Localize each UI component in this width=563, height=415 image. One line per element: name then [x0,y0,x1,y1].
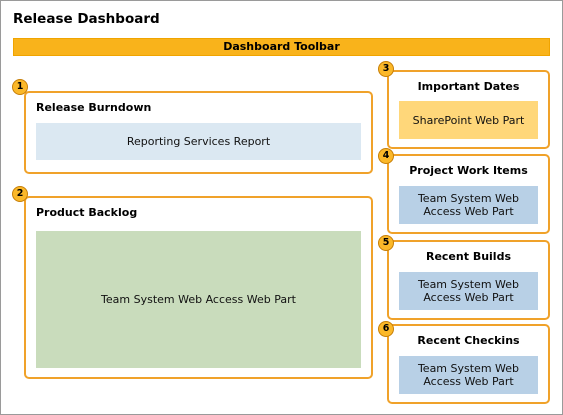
part-label: Team System Web Access Web Part [417,192,520,218]
recent-builds-web-part: Team System Web Access Web Part [399,272,538,310]
badge-5: 5 [378,235,394,251]
page-title: Release Dashboard [13,11,160,27]
release-burndown-panel: Release Burndown Reporting Services Repo… [24,91,373,174]
dashboard-toolbar[interactable]: Dashboard Toolbar [13,38,550,56]
sharepoint-web-part: SharePoint Web Part [399,101,538,139]
part-label: Reporting Services Report [126,135,271,148]
badge-6: 6 [378,321,394,337]
product-backlog-panel: Product Backlog Team System Web Access W… [24,196,373,379]
project-work-items-title: Project Work Items [409,164,528,177]
recent-checkins-web-part: Team System Web Access Web Part [399,356,538,394]
recent-builds-panel: Recent Builds Team System Web Access Web… [387,240,550,320]
badge-1: 1 [12,79,28,95]
product-backlog-title: Product Backlog [36,206,138,219]
recent-builds-title: Recent Builds [425,250,511,263]
badge-3: 3 [378,61,394,77]
work-items-web-part: Team System Web Access Web Part [399,186,538,224]
badge-2: 2 [12,186,28,202]
important-dates-panel: Important Dates SharePoint Web Part [387,70,550,149]
reporting-services-report-part: Reporting Services Report [36,123,361,160]
part-label: Team System Web Access Web Part [101,293,296,306]
important-dates-title: Important Dates [417,80,520,93]
project-work-items-panel: Project Work Items Team System Web Acces… [387,154,550,234]
recent-checkins-panel: Recent Checkins Team System Web Access W… [387,324,550,404]
part-label: SharePoint Web Part [412,113,525,127]
badge-4: 4 [378,148,394,164]
part-label: Team System Web Access Web Part [417,362,520,388]
release-burndown-title: Release Burndown [36,101,152,114]
recent-checkins-title: Recent Checkins [417,334,520,347]
part-label: Team System Web Access Web Part [417,278,520,304]
product-backlog-web-part: Team System Web Access Web Part [36,231,361,368]
